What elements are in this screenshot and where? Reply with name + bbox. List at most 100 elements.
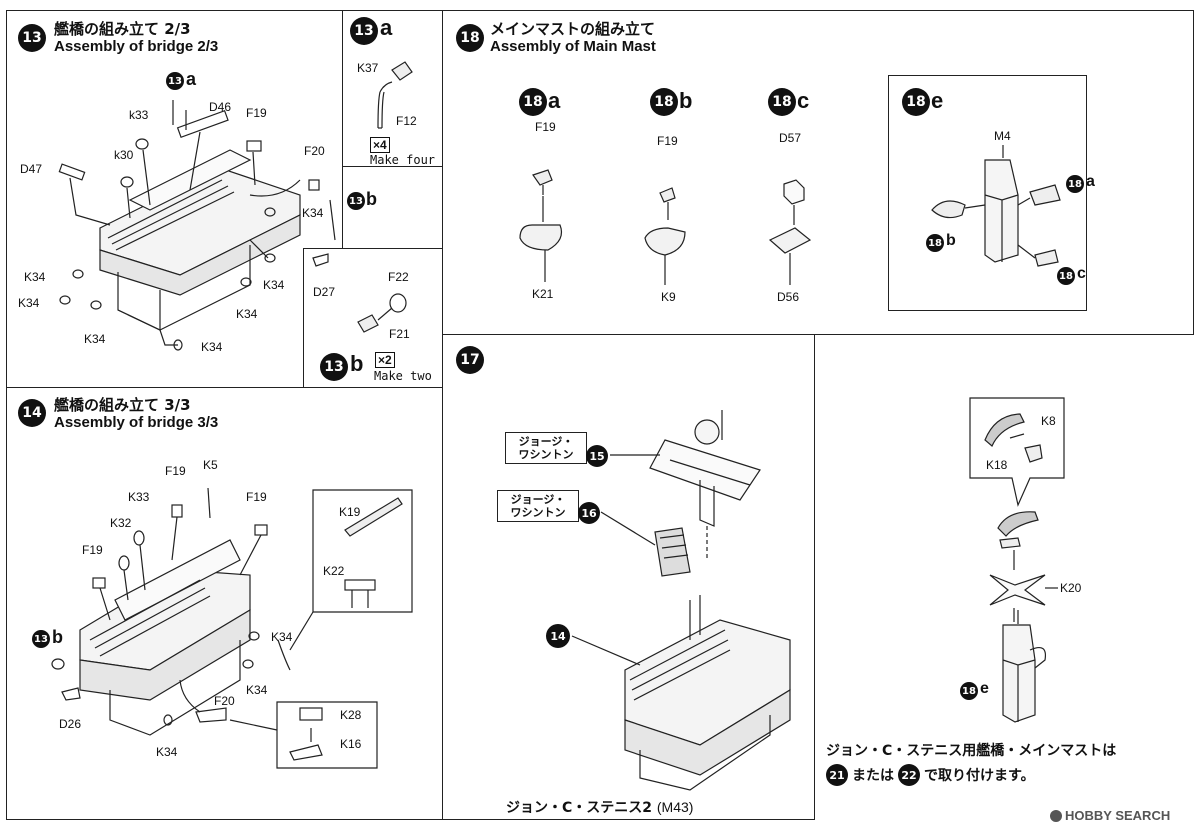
part-label-f21: F21 (389, 327, 410, 341)
step18b-letter: b (679, 88, 693, 113)
part-label: F20 (214, 694, 235, 708)
step-number-14: 14 (18, 399, 46, 427)
ref-18c-circle: 18 (1057, 267, 1075, 285)
step14-title-jp: 艦橋の組み立て 3/3 (54, 396, 191, 414)
note-ref-21: 21 (826, 764, 848, 786)
part-label-k21: K21 (532, 287, 554, 301)
step13b-letter: b (350, 351, 364, 376)
part-label: D27 (313, 285, 336, 299)
step18-title-jp: メインマストの組み立て (490, 20, 656, 38)
part-label: K34 (271, 630, 293, 644)
ref-18b-letter: b (946, 232, 956, 249)
part-label-k18: K18 (986, 458, 1008, 472)
ref-18a-letter: a (1086, 173, 1095, 190)
part-label: K34 (156, 745, 178, 759)
callout-george-washington-1: ジョージ・ ワシントン (505, 432, 587, 464)
part-label: K34 (24, 270, 46, 284)
part-label: K34 (18, 296, 40, 310)
step13-title-en: Assembly of bridge 2/3 (54, 38, 219, 55)
step-number-18c: 18 (768, 88, 796, 116)
part-label: F20 (304, 144, 325, 158)
part-label: k33 (129, 108, 149, 122)
part-label-f22: F22 (388, 270, 409, 284)
step18-title-en: Assembly of Main Mast (490, 38, 656, 55)
multiplier-x2: ×2 (375, 352, 395, 368)
part-label: F19 (246, 490, 267, 504)
part-label-d56: D56 (777, 290, 800, 304)
step-number-17: 17 (456, 346, 484, 374)
part-label: D47 (20, 162, 43, 176)
part-label: K34 (201, 340, 223, 354)
ref-13b-letter: b (52, 627, 63, 647)
watermark-logo-icon (1050, 809, 1062, 822)
part-label: D46 (209, 100, 232, 114)
make-four-note: Make four (370, 153, 436, 167)
step-number-18a: 18 (519, 88, 547, 116)
note-line-2: 21 または 22 で取り付けます。 (826, 764, 1035, 786)
part-label: K34 (302, 206, 324, 220)
part-label-k20: K20 (1060, 581, 1082, 595)
step13a-letter: a (380, 15, 393, 40)
step-number-13: 13 (18, 24, 46, 52)
ref-13b-letter: b (366, 189, 377, 209)
make-two-note: Make two (374, 369, 432, 383)
part-label: K34 (263, 278, 285, 292)
part-label: F19 (82, 543, 103, 557)
part-label-f19: F19 (657, 134, 678, 148)
part-label: D26 (59, 717, 82, 731)
watermark: HOBBY SEARCH (1050, 808, 1170, 823)
part-label: K34 (236, 307, 258, 321)
part-label-f19: F19 (535, 120, 556, 134)
ref-18e-circle: 18 (960, 682, 978, 700)
step18e-letter: e (931, 88, 944, 113)
ref-13b-circle: 13 (32, 630, 50, 648)
ref-13a-circle: 13 (166, 72, 184, 90)
note-line-1: ジョン・C・ステニス用艦橋・メインマストは (826, 743, 1117, 759)
step-number-13b: 13 (320, 353, 348, 381)
step13-title-jp: 艦橋の組み立て 2/3 (54, 20, 191, 38)
watermark-text: HOBBY SEARCH (1065, 808, 1171, 823)
part-label: K34 (84, 332, 106, 346)
part-label-k9: K9 (661, 290, 676, 304)
part-label: K32 (110, 516, 132, 530)
caption-code: (M43) (656, 799, 694, 815)
callout-george-washington-2: ジョージ・ ワシントン (497, 490, 579, 522)
note-ref-22: 22 (898, 764, 920, 786)
part-label-f12: F12 (396, 114, 417, 128)
ref-step-14: 14 (546, 624, 570, 648)
part-label: F19 (165, 464, 186, 478)
note-or: または (852, 768, 894, 784)
part-label-d57: D57 (779, 131, 802, 145)
step-number-18b: 18 (650, 88, 678, 116)
callout-ref-16: 16 (578, 502, 600, 524)
part-label-m4: M4 (994, 129, 1011, 143)
part-label: K34 (246, 683, 268, 697)
step-number-18: 18 (456, 24, 484, 52)
multiplier-x4: ×4 (370, 137, 390, 153)
step-number-13a: 13 (350, 17, 378, 45)
step14-title-en: Assembly of bridge 3/3 (54, 414, 219, 431)
step17-caption: ジョン・C・ステニス2 (M43) (506, 797, 693, 817)
part-label: K5 (203, 458, 218, 472)
part-label-k8: K8 (1041, 414, 1056, 428)
ref-18c-letter: c (1077, 265, 1086, 282)
part-label: K33 (128, 490, 150, 504)
part-label: k30 (114, 148, 134, 162)
ref-18b-circle: 18 (926, 234, 944, 252)
part-label: K19 (339, 505, 361, 519)
ref-13a-letter: a (186, 69, 197, 89)
ref-18a-circle: 18 (1066, 175, 1084, 193)
ref-18e-letter: e (980, 680, 989, 697)
note-end: で取り付けます。 (924, 768, 1035, 784)
part-label: K22 (323, 564, 345, 578)
caption-jp: ジョン・C・ステニス2 (506, 800, 653, 816)
callout-ref-15: 15 (586, 445, 608, 467)
part-label: K28 (340, 708, 362, 722)
